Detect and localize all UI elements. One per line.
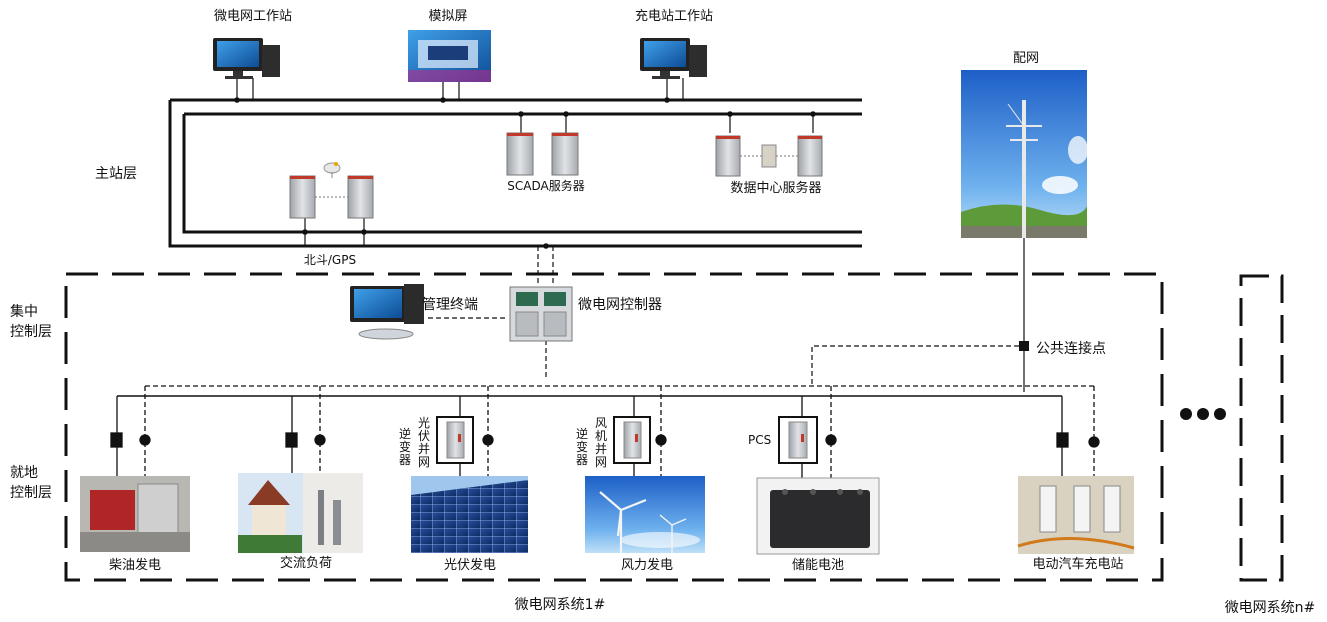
mgmt-terminal bbox=[350, 284, 424, 340]
wind-inverter-side-label: 逆变器 bbox=[576, 426, 588, 467]
system1-boundary bbox=[64, 272, 1164, 582]
controller-uplink bbox=[428, 246, 554, 380]
diesel-photo bbox=[80, 476, 190, 552]
pcc-breaker-icon bbox=[1019, 341, 1029, 351]
pcs-label: PCS bbox=[748, 433, 771, 447]
datacenter-servers bbox=[715, 135, 823, 177]
bus-drops bbox=[234, 78, 816, 249]
system-n-label: 微电网系统n# bbox=[1225, 600, 1316, 616]
pv-photo bbox=[411, 476, 528, 553]
systemn-boundary bbox=[1239, 274, 1284, 582]
master-layer-label: 主站层 bbox=[95, 166, 137, 182]
wind-inverter-cabinet bbox=[613, 416, 651, 464]
storage-photo bbox=[756, 477, 880, 555]
ev-station-label: 电动汽车充电站 bbox=[1032, 556, 1123, 572]
mg-controller bbox=[509, 286, 573, 342]
sim-screen bbox=[408, 30, 491, 82]
distribution-grid-photo bbox=[961, 70, 1088, 238]
diesel-label: 柴油发电 bbox=[109, 557, 161, 573]
mgmt-terminal-label: 管理终端 bbox=[422, 297, 478, 313]
svg-text:风机并网: 风机并网 bbox=[595, 416, 607, 469]
storage-label: 储能电池 bbox=[792, 558, 844, 573]
pv-inverter-side-label: 逆变器 bbox=[399, 426, 411, 467]
mg-controller-label: 微电网控制器 bbox=[578, 297, 662, 313]
pv-inverter-label: 光伏并网 bbox=[418, 416, 430, 469]
local-layer-label-2: 控制层 bbox=[10, 485, 52, 501]
datacenter-server-label: 数据中心服务器 bbox=[730, 180, 821, 196]
wind-inverter-label: 风机并网 bbox=[595, 416, 607, 469]
beidou-gps-label: 北斗/GPS bbox=[304, 253, 356, 267]
feeders bbox=[110, 386, 1100, 478]
beidou-gps-servers bbox=[289, 175, 374, 219]
pcc-label: 公共连接点 bbox=[1036, 340, 1106, 357]
charge-workstation bbox=[640, 38, 707, 79]
svg-text:逆变器: 逆变器 bbox=[399, 426, 411, 467]
ac-load-label: 交流负荷 bbox=[280, 555, 332, 571]
svg-text:逆变器: 逆变器 bbox=[576, 426, 588, 467]
ev-station-photo bbox=[1017, 476, 1135, 554]
system-1-label: 微电网系统1# bbox=[515, 597, 606, 613]
local-layer-label-1: 就地 bbox=[10, 465, 38, 481]
sim-screen-label: 模拟屏 bbox=[428, 9, 467, 24]
master-bus bbox=[168, 98, 862, 248]
power-pole-icon bbox=[1006, 100, 1042, 238]
mg-workstation-label: 微电网工作站 bbox=[214, 9, 292, 24]
scada-servers bbox=[506, 132, 579, 176]
wind-gen-label: 风力发电 bbox=[621, 557, 673, 573]
pcs-cabinet bbox=[778, 416, 818, 464]
wind-photo bbox=[585, 476, 705, 553]
central-layer-label-2: 控制层 bbox=[10, 324, 52, 340]
distribution-grid-label: 配网 bbox=[1013, 51, 1039, 66]
svg-text:光伏并网: 光伏并网 bbox=[418, 416, 430, 469]
central-layer-label-1: 集中 bbox=[10, 303, 38, 320]
charge-workstation-label: 充电站工作站 bbox=[635, 8, 713, 24]
scada-server-label: SCADA服务器 bbox=[507, 178, 584, 193]
pv-inverter-cabinet bbox=[436, 416, 474, 464]
ac-load-photo bbox=[238, 473, 363, 553]
more-systems-dots bbox=[1180, 408, 1226, 420]
mg-workstation bbox=[213, 38, 280, 79]
pv-gen-label: 光伏发电 bbox=[444, 557, 496, 573]
satellite-dish-icon bbox=[323, 162, 341, 178]
